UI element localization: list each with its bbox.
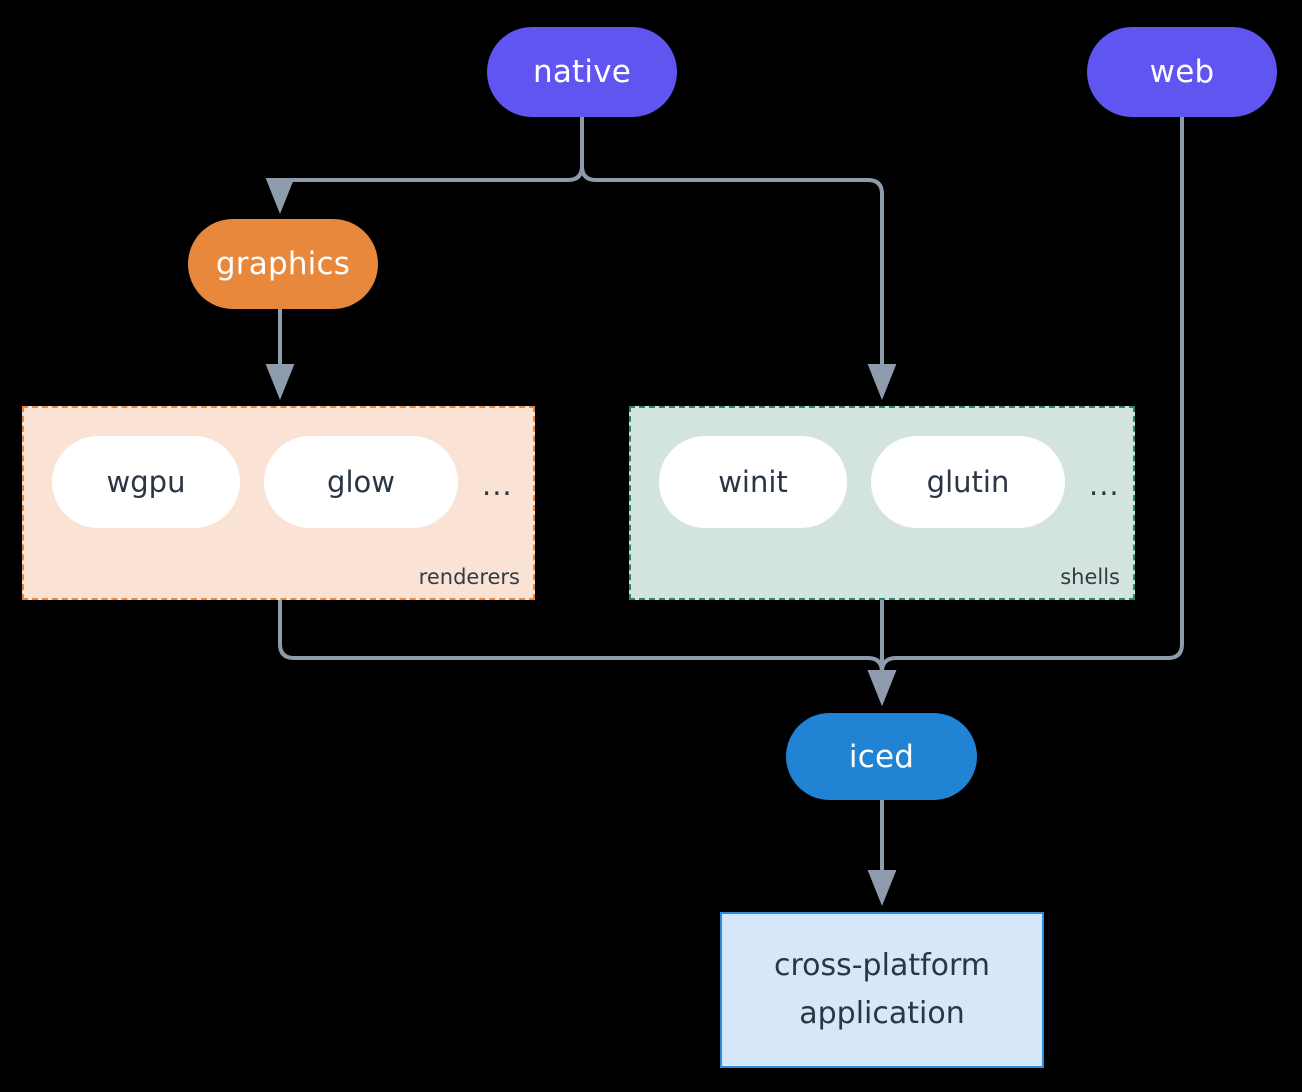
node-native-label: native xyxy=(532,54,632,90)
edge-renderers-to-iced xyxy=(278,600,897,706)
application-label-line2: application xyxy=(799,996,965,1031)
node-graphics[interactable]: graphics xyxy=(188,219,378,309)
node-glutin-label: glutin xyxy=(926,465,1010,499)
node-wgpu[interactable]: wgpu xyxy=(52,436,240,528)
application-label-line1: cross-platform xyxy=(773,948,991,983)
node-glow[interactable]: glow xyxy=(264,436,458,528)
node-winit[interactable]: winit xyxy=(659,436,847,528)
node-glutin[interactable]: glutin xyxy=(871,436,1065,528)
group-renderers-label: renderers xyxy=(418,565,520,589)
node-glow-label: glow xyxy=(327,465,395,499)
node-native[interactable]: native xyxy=(487,27,677,117)
node-iced-label: iced xyxy=(848,738,915,775)
group-shells: winit glutin ... shells xyxy=(629,406,1135,600)
node-wgpu-label: wgpu xyxy=(106,465,186,499)
renderers-ellipsis: ... xyxy=(482,468,513,502)
shells-ellipsis: ... xyxy=(1089,468,1120,502)
node-graphics-label: graphics xyxy=(215,246,351,282)
node-web-label: web xyxy=(1149,54,1215,90)
node-web[interactable]: web xyxy=(1087,27,1277,117)
node-winit-label: winit xyxy=(718,465,788,499)
node-iced[interactable]: iced xyxy=(786,713,977,800)
group-renderers: wgpu glow ... renderers xyxy=(22,406,535,600)
edge-native-to-shells xyxy=(580,117,897,400)
group-shells-label: shells xyxy=(1060,565,1120,589)
node-cross-platform-application[interactable]: cross-platform application xyxy=(720,912,1044,1068)
edge-native-to-graphics xyxy=(265,117,584,214)
